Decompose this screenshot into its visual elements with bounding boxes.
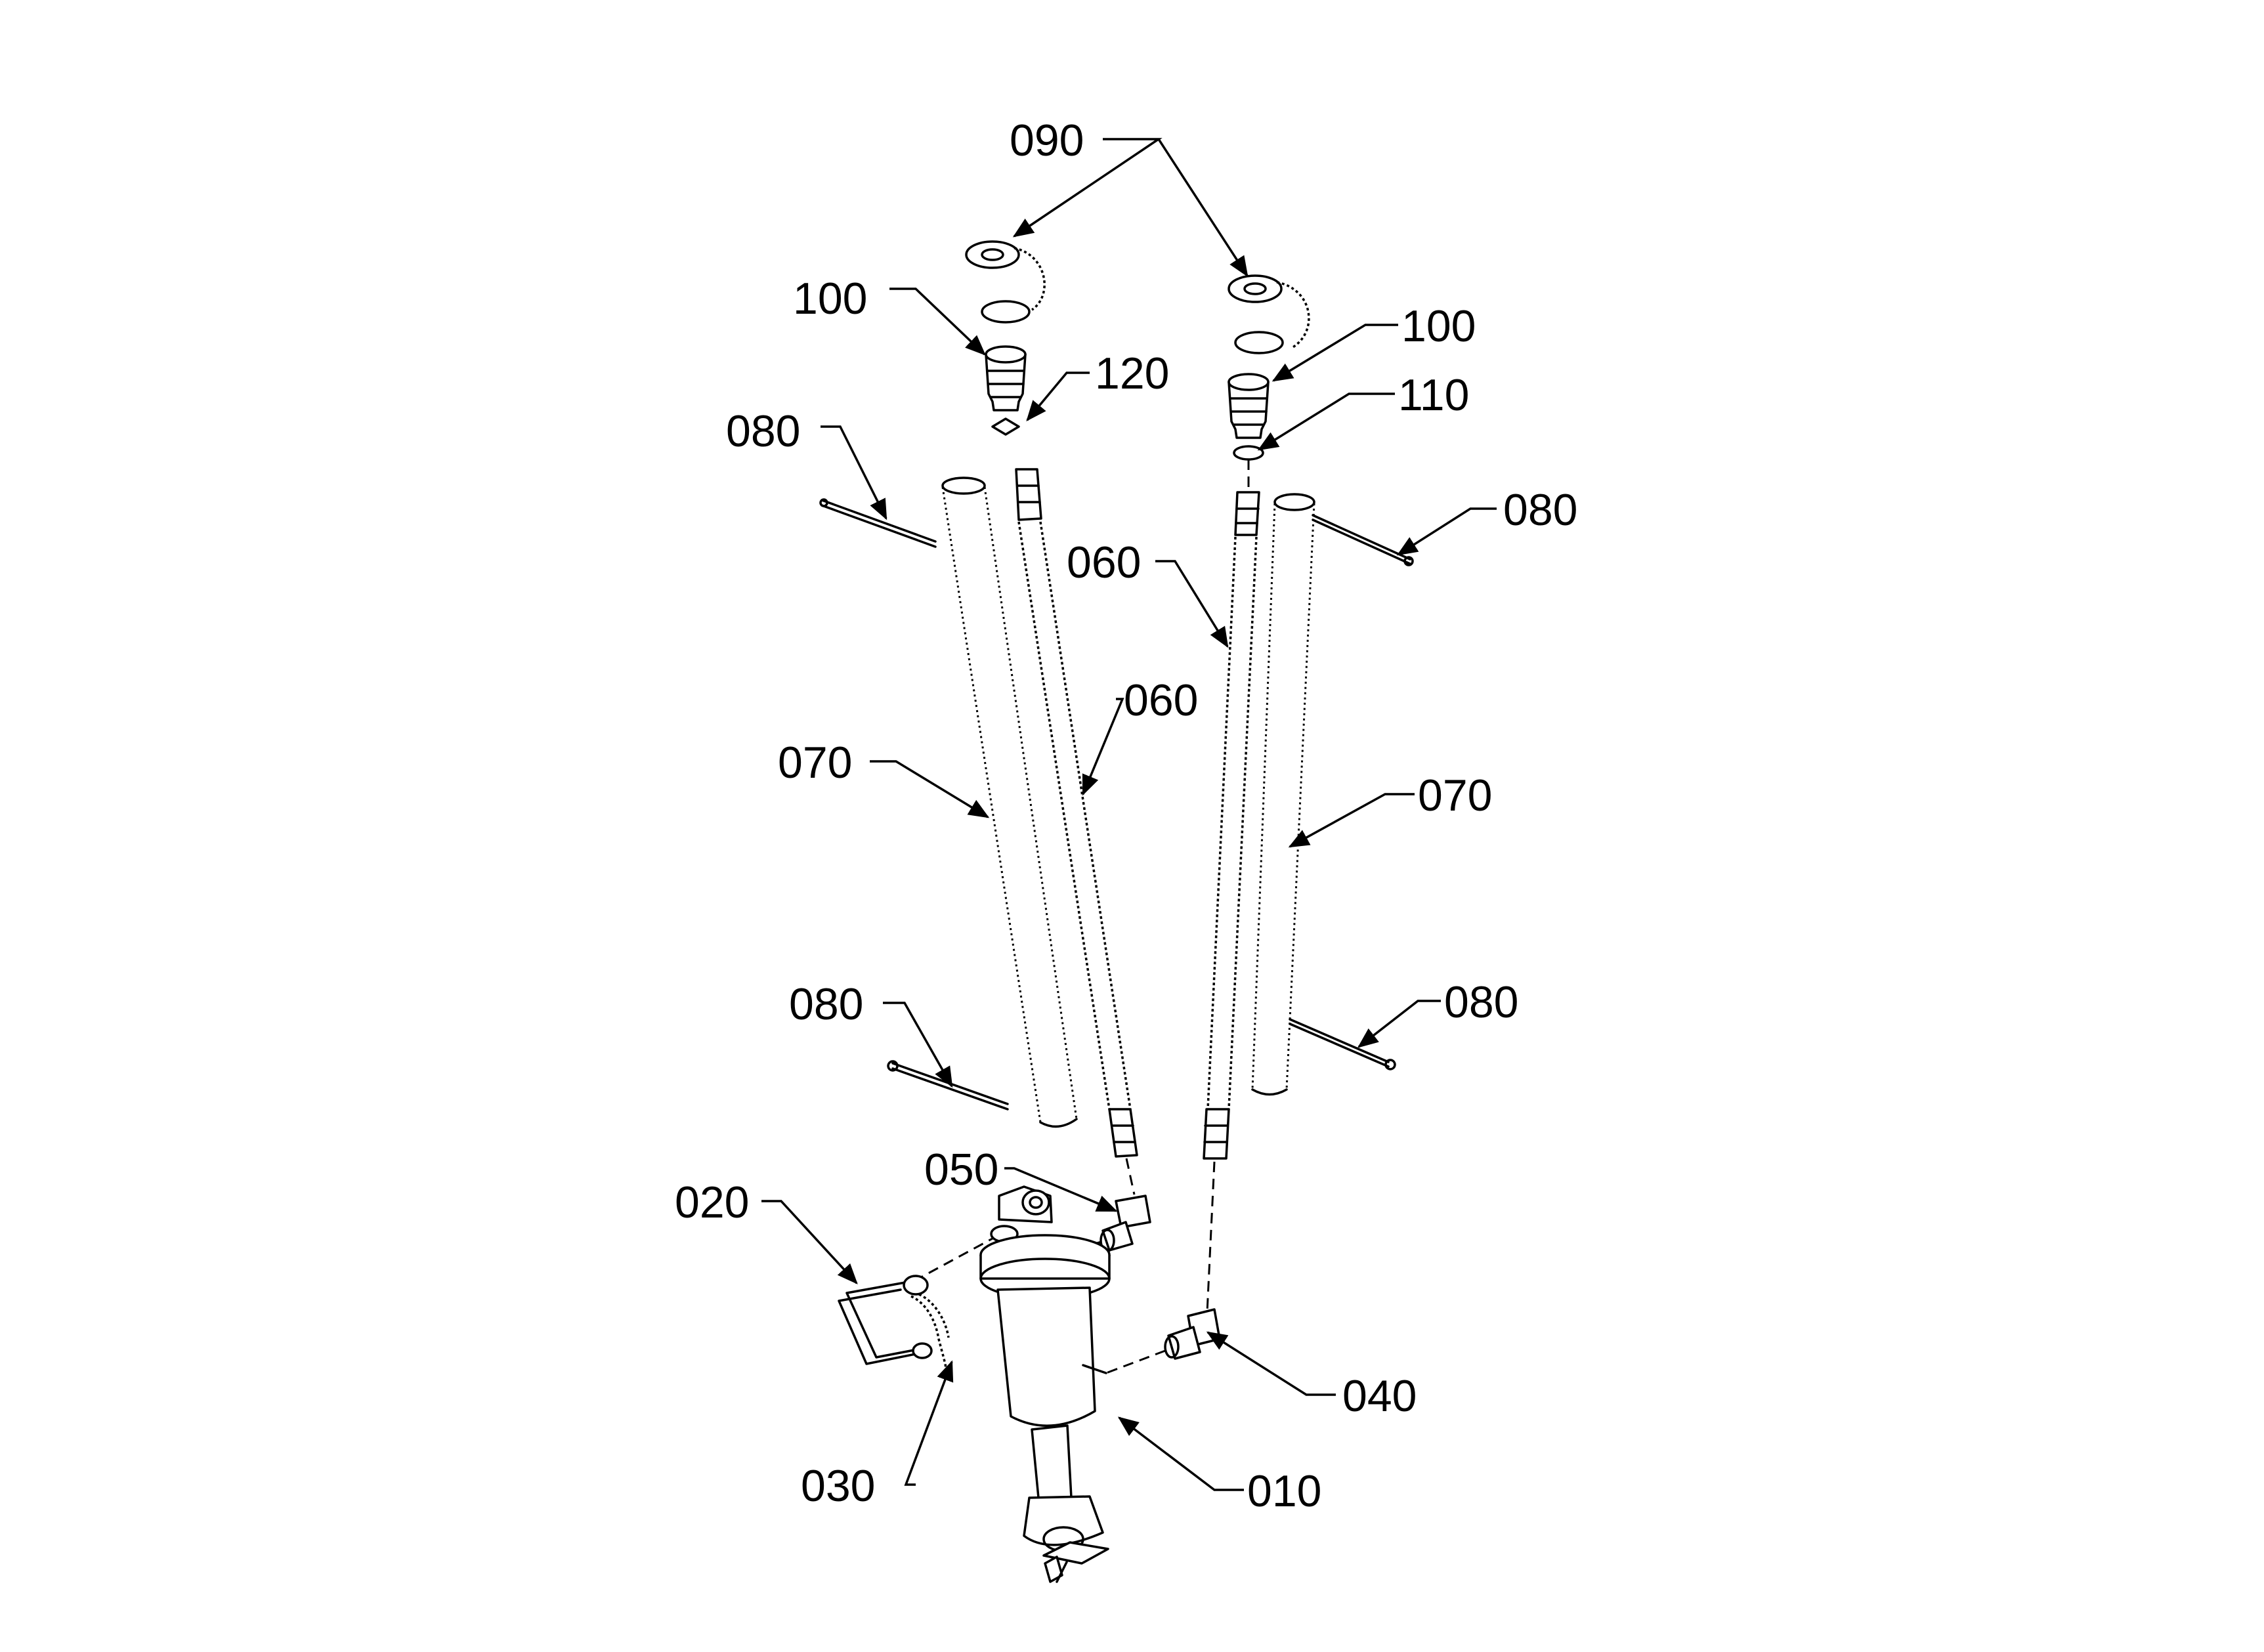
label-040: 040 bbox=[1342, 1371, 1417, 1421]
seal-110 bbox=[1233, 445, 1264, 461]
dust-cap-right bbox=[1228, 274, 1310, 354]
lock-pin-020 bbox=[838, 1275, 933, 1365]
label-100-right: 100 bbox=[1401, 301, 1476, 351]
protective-sleeve-left bbox=[941, 477, 1078, 1128]
quick-coupler-right bbox=[1228, 373, 1270, 439]
chain-lanyard-030 bbox=[910, 1293, 950, 1372]
label-060-right: 060 bbox=[1067, 538, 1141, 587]
seal-120 bbox=[991, 417, 1020, 436]
label-080-upper-right: 080 bbox=[1503, 485, 1577, 535]
label-120: 120 bbox=[1095, 349, 1169, 398]
cable-tie-lower-right bbox=[1289, 1018, 1396, 1070]
label-020: 020 bbox=[675, 1177, 749, 1227]
label-070-right: 070 bbox=[1418, 771, 1492, 820]
label-070-left: 070 bbox=[778, 738, 852, 788]
leader-lines bbox=[761, 138, 1497, 1491]
label-090: 090 bbox=[1010, 116, 1084, 165]
label-110: 110 bbox=[1398, 370, 1469, 420]
quick-coupler-left bbox=[985, 345, 1027, 412]
elbow-fitting-050 bbox=[1100, 1195, 1151, 1252]
label-050: 050 bbox=[924, 1145, 998, 1195]
label-010: 010 bbox=[1247, 1466, 1321, 1516]
label-030: 030 bbox=[801, 1461, 875, 1511]
label-080-lower-left: 080 bbox=[789, 979, 863, 1029]
hydraulic-hose-left bbox=[1015, 468, 1138, 1195]
label-080-upper-left: 080 bbox=[726, 406, 800, 456]
cable-tie-upper-right bbox=[1312, 514, 1414, 566]
reference-labels: 090 100 120 080 100 110 080 060 060 070 … bbox=[675, 116, 1577, 1516]
cable-tie-upper-left bbox=[819, 498, 937, 548]
hydraulic-hose-right bbox=[1203, 459, 1260, 1326]
label-080-lower-right: 080 bbox=[1444, 977, 1518, 1027]
connection-line-040-cylinder bbox=[1105, 1349, 1166, 1374]
label-100-left: 100 bbox=[793, 274, 867, 324]
cable-tie-lower-left bbox=[887, 1060, 1009, 1111]
hydraulic-cylinder bbox=[979, 1185, 1111, 1583]
dust-cap-left bbox=[965, 240, 1046, 324]
label-060-left: 060 bbox=[1124, 675, 1198, 725]
protective-sleeve-right bbox=[1251, 493, 1315, 1096]
